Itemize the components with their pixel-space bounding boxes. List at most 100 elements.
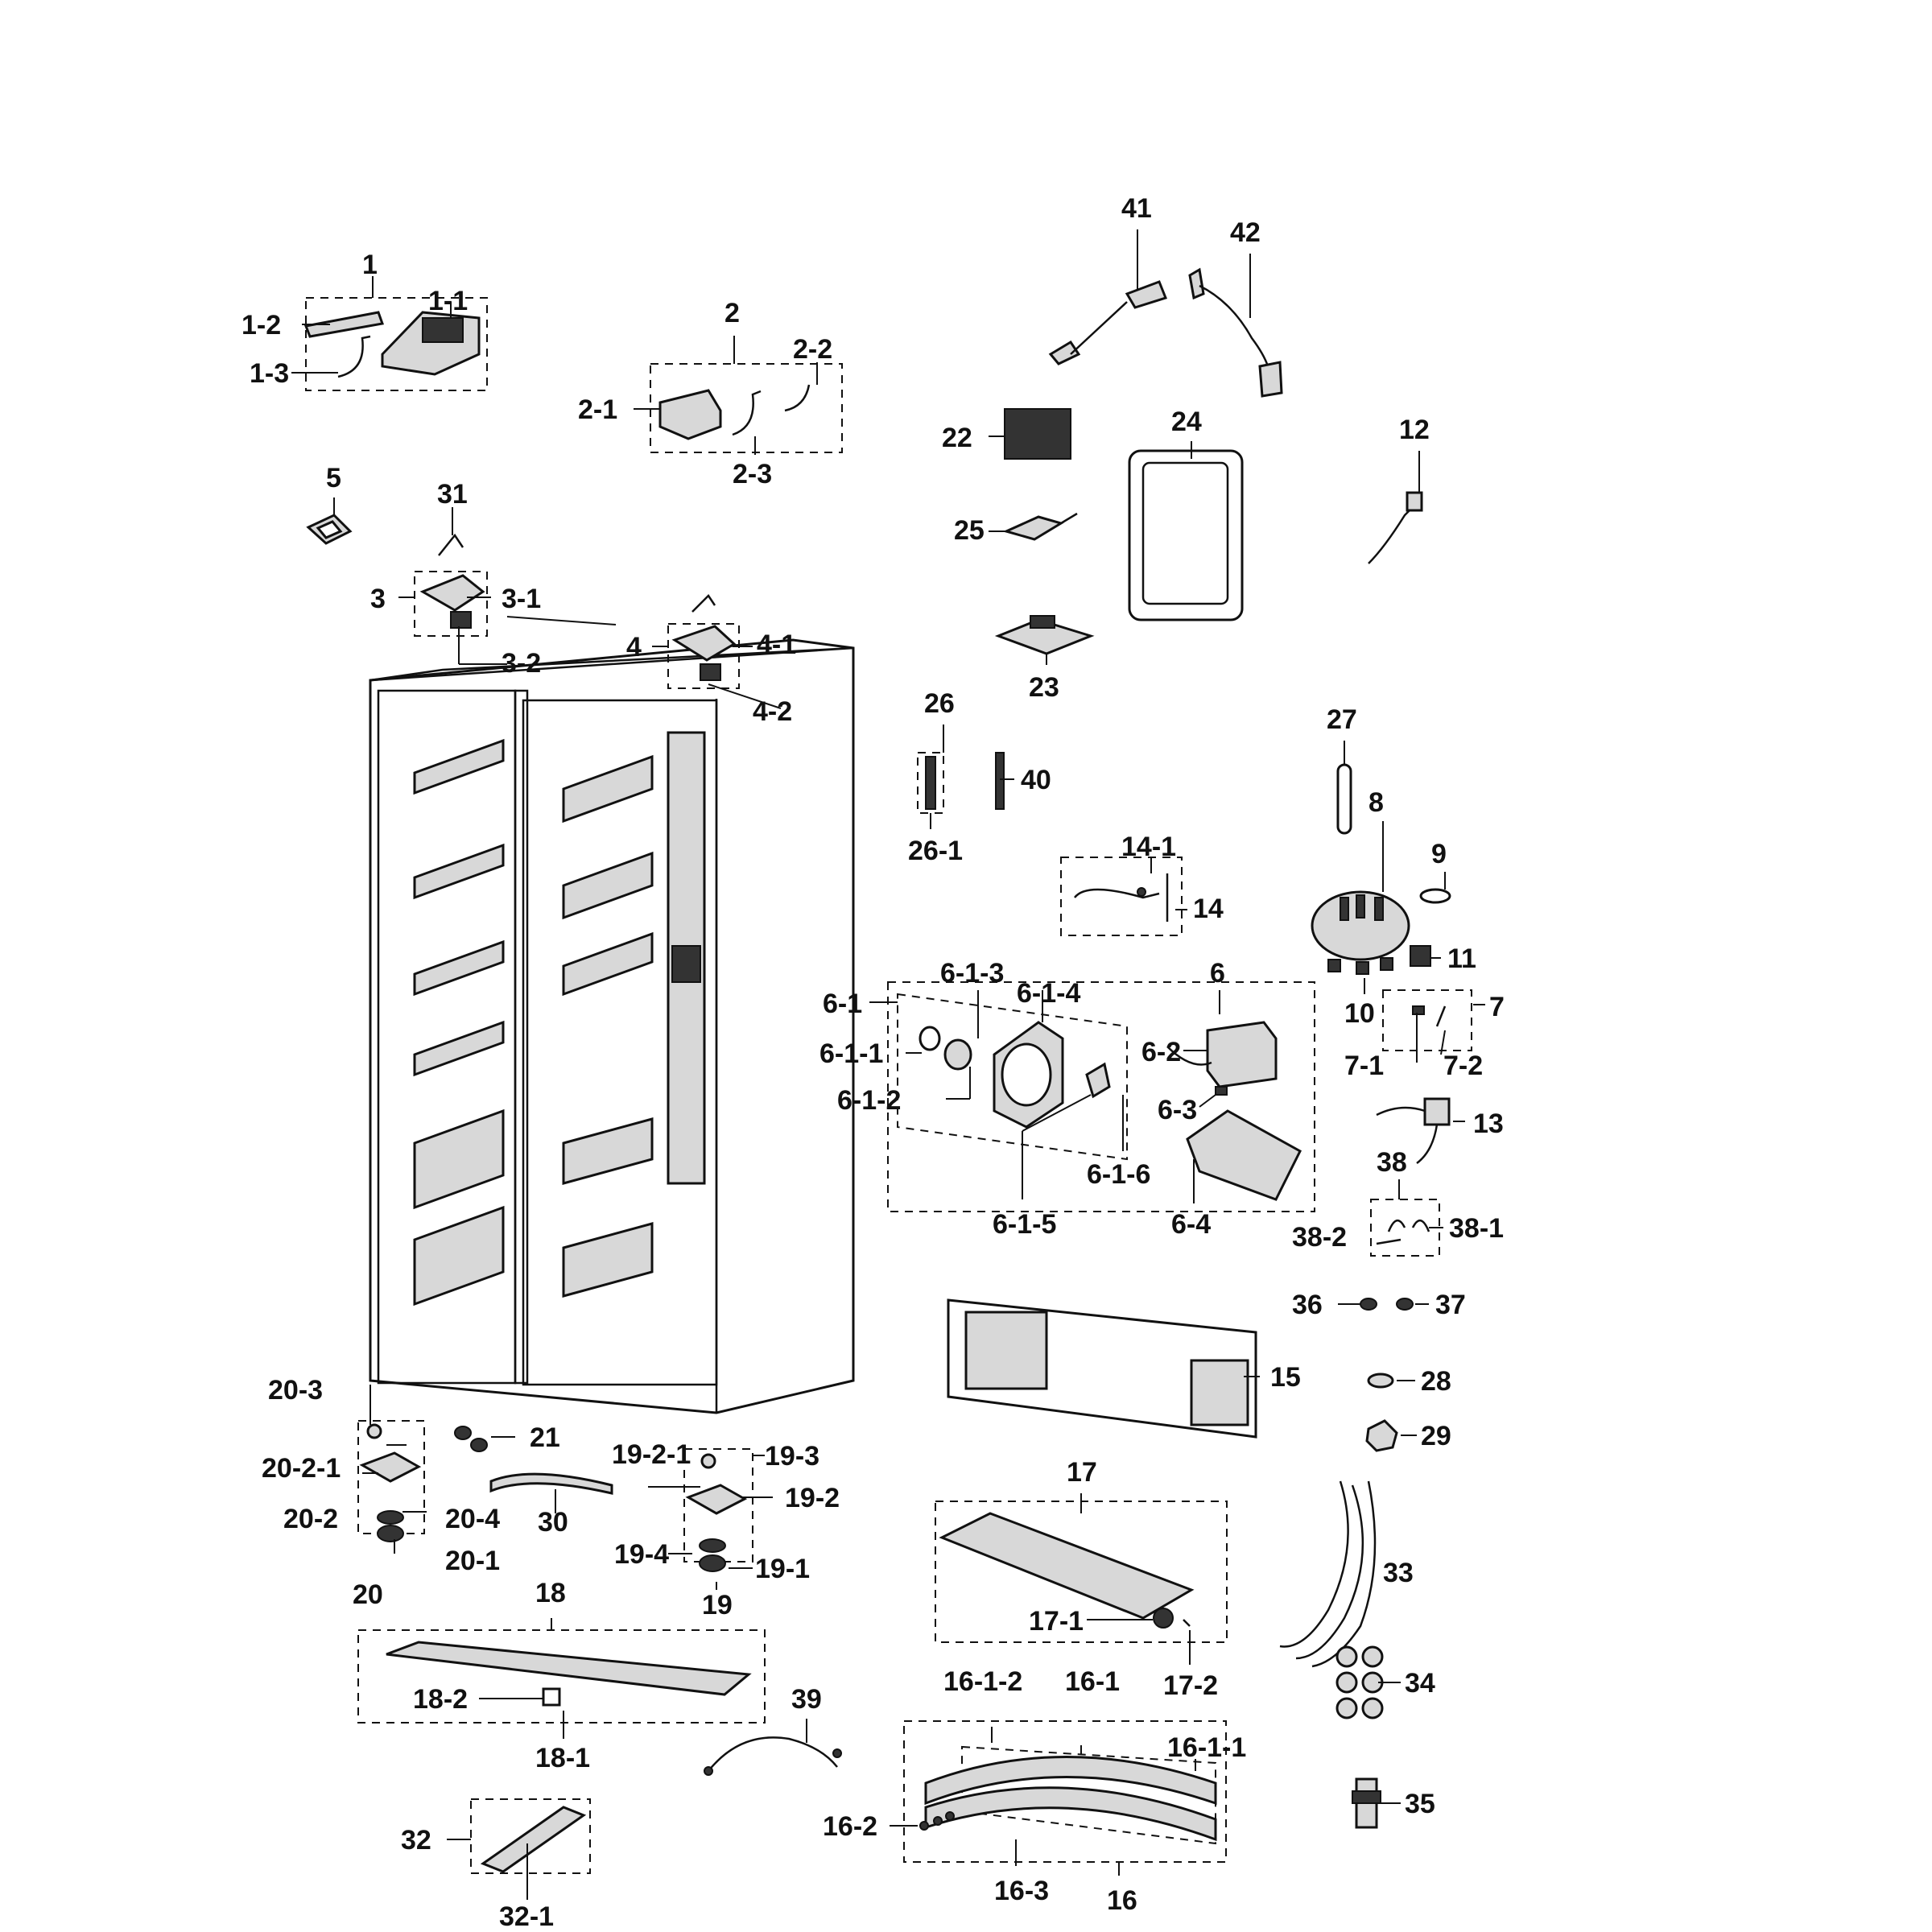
part-group-32 (470, 1798, 591, 1874)
part-12-plug (1406, 491, 1423, 512)
label-1-3: 1-3 (250, 358, 289, 389)
part-26-heater (925, 756, 936, 810)
part-group-7 (1382, 989, 1472, 1051)
part-31-pin (438, 533, 464, 556)
label-16-1: 16-1 (1065, 1666, 1120, 1697)
part-8-compressor (1311, 890, 1410, 975)
part-9-ring (1419, 888, 1451, 904)
label-42: 42 (1230, 217, 1261, 248)
label-22: 22 (942, 423, 972, 453)
part-15-back-panel (947, 1298, 1257, 1439)
part-21-screws (454, 1426, 488, 1452)
part-5-pad (306, 514, 353, 545)
label-2-2: 2-2 (793, 334, 832, 365)
label-11: 11 (1447, 943, 1476, 974)
label-24: 24 (1171, 407, 1202, 437)
label-32-1: 32-1 (499, 1901, 554, 1932)
label-1: 1 (362, 250, 378, 280)
label-18-1: 18-1 (535, 1743, 590, 1773)
label-6-1-5: 6-1-5 (993, 1209, 1056, 1240)
label-20-4: 20-4 (445, 1504, 500, 1534)
label-19: 19 (702, 1590, 733, 1620)
part-34-nuts (1335, 1645, 1384, 1719)
part-33-harness (1279, 1480, 1377, 1668)
label-6-1-4: 6-1-4 (1017, 978, 1080, 1009)
part-group-4-hinge (667, 594, 740, 689)
part-group-38 (1370, 1199, 1440, 1257)
part-group-3-hinge (414, 571, 488, 637)
part-24-panel (1128, 449, 1244, 621)
part-group-20 (357, 1420, 425, 1542)
part-27-tube (1336, 763, 1352, 835)
label-20: 20 (353, 1579, 383, 1610)
part-group-18 (357, 1629, 766, 1724)
part-41-harness (1048, 280, 1167, 365)
label-23: 23 (1029, 672, 1059, 703)
label-40: 40 (1021, 765, 1051, 795)
label-2-3: 2-3 (733, 459, 772, 489)
label-6-1: 6-1 (823, 989, 862, 1019)
part-40-rod (995, 752, 1005, 810)
part-39-cable (704, 1736, 842, 1776)
label-18: 18 (535, 1578, 566, 1608)
part-28 (1367, 1373, 1394, 1389)
part-group-2 (650, 363, 843, 453)
label-1-1: 1-1 (428, 286, 468, 316)
label-31: 31 (437, 479, 468, 510)
label-30: 30 (538, 1507, 568, 1538)
part-36 (1360, 1298, 1377, 1311)
part-23-bracket (994, 615, 1095, 655)
part-30-cover (489, 1472, 613, 1495)
label-6-1-1: 6-1-1 (819, 1038, 883, 1069)
label-2-1: 2-1 (578, 394, 617, 425)
label-6-1-6: 6-1-6 (1087, 1159, 1150, 1190)
label-6-3: 6-3 (1158, 1095, 1197, 1125)
label-17: 17 (1067, 1457, 1097, 1488)
part-35-fitting (1352, 1777, 1381, 1829)
label-6: 6 (1210, 958, 1225, 989)
part-29-nut (1365, 1419, 1398, 1452)
label-19-4: 19-4 (614, 1539, 669, 1570)
label-28: 28 (1421, 1366, 1451, 1397)
label-38-2: 38-2 (1292, 1222, 1347, 1253)
label-20-2: 20-2 (283, 1504, 338, 1534)
label-17-2: 17-2 (1163, 1670, 1218, 1701)
label-27: 27 (1327, 704, 1357, 735)
label-9: 9 (1431, 839, 1447, 869)
label-4-2: 4-2 (753, 696, 792, 727)
label-3-2: 3-2 (502, 648, 541, 679)
label-16: 16 (1107, 1885, 1137, 1916)
label-33: 33 (1383, 1558, 1414, 1588)
label-13: 13 (1473, 1108, 1504, 1139)
label-20-1: 20-1 (445, 1546, 500, 1576)
label-36: 36 (1292, 1290, 1323, 1320)
label-29: 29 (1421, 1421, 1451, 1451)
label-6-1-3: 6-1-3 (940, 958, 1004, 989)
label-19-3: 19-3 (765, 1441, 819, 1472)
label-16-1-1: 16-1-1 (1167, 1732, 1246, 1763)
label-3-1: 3-1 (502, 584, 541, 614)
label-39: 39 (791, 1684, 822, 1715)
callout-labels: 1 1-1 1-2 1-3 2 2-2 2-1 2-3 5 31 3 3-1 3… (242, 193, 1505, 1932)
label-6-1-2: 6-1-2 (837, 1085, 901, 1116)
label-35: 35 (1405, 1789, 1435, 1819)
label-8: 8 (1368, 787, 1384, 818)
label-17-1: 17-1 (1029, 1606, 1084, 1637)
freezer-shelves (562, 731, 706, 1298)
label-14-1: 14-1 (1121, 832, 1176, 862)
label-6-2: 6-2 (1141, 1037, 1181, 1067)
part-12-cord (1368, 502, 1418, 564)
label-16-1-2: 16-1-2 (943, 1666, 1022, 1697)
label-19-1: 19-1 (755, 1554, 810, 1584)
label-1-2: 1-2 (242, 310, 281, 341)
label-4: 4 (626, 632, 642, 663)
label-3: 3 (370, 584, 386, 614)
label-38-1: 38-1 (1449, 1213, 1504, 1244)
label-4-1: 4-1 (757, 630, 796, 660)
label-20-2-1: 20-2-1 (262, 1453, 341, 1484)
part-25-sensor (1002, 512, 1078, 541)
label-14: 14 (1193, 894, 1224, 924)
label-26: 26 (924, 688, 955, 719)
part-group-19 (683, 1448, 753, 1572)
